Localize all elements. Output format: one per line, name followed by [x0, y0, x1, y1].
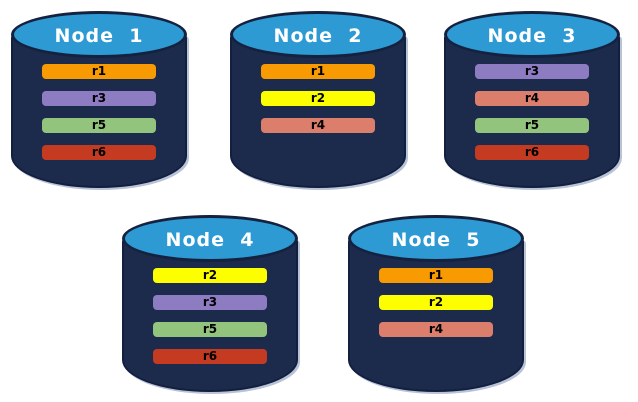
replica-bar: r6	[153, 349, 267, 364]
replica-bar: r5	[42, 118, 156, 133]
cylinder-top-ellipse	[348, 215, 524, 262]
replica-bar: r4	[379, 322, 493, 337]
node-label: Node 5	[391, 229, 481, 251]
replica-bar: r2	[379, 295, 493, 310]
replica-bar: r6	[475, 145, 589, 160]
cylinder-body	[122, 238, 298, 392]
cylinder-body	[444, 34, 620, 188]
node-label: Node 4	[165, 229, 255, 251]
node-4-cylinder: Node 4 r2 r3 r5 r6	[122, 210, 298, 394]
cylinder-body	[230, 34, 406, 188]
replica-bar: r5	[153, 322, 267, 337]
replica-bar: r3	[475, 64, 589, 79]
replica-bar: r3	[42, 91, 156, 106]
replica-bar: r2	[153, 268, 267, 283]
replica-bar-list: r2 r3 r5 r6	[122, 268, 298, 376]
replica-bar-list: r1 r2 r4	[348, 268, 524, 349]
cylinder-top-ellipse	[230, 11, 406, 58]
node-label: Node 2	[273, 25, 363, 47]
node-5-cylinder: Node 5 r1 r2 r4	[348, 210, 524, 394]
replica-bar: r4	[475, 91, 589, 106]
replica-bar: r6	[42, 145, 156, 160]
cylinder-top-ellipse	[122, 215, 298, 262]
node-label: Node 3	[487, 25, 577, 47]
replica-bar: r1	[42, 64, 156, 79]
cylinder-top-ellipse	[444, 11, 620, 58]
replica-bar: r1	[261, 64, 375, 79]
node-1-cylinder: Node 1 r1 r3 r5 r6	[11, 6, 187, 190]
replica-bar: r2	[261, 91, 375, 106]
replica-bar: r4	[261, 118, 375, 133]
node-2-cylinder: Node 2 r1 r2 r4	[230, 6, 406, 190]
replica-bar: r5	[475, 118, 589, 133]
node-3-cylinder: Node 3 r3 r4 r5 r6	[444, 6, 620, 190]
cylinder-top-ellipse	[11, 11, 187, 58]
replica-bar-list: r3 r4 r5 r6	[444, 64, 620, 172]
replica-bar: r3	[153, 295, 267, 310]
replica-bar: r1	[379, 268, 493, 283]
replica-bar-list: r1 r2 r4	[230, 64, 406, 145]
replica-bar-list: r1 r3 r5 r6	[11, 64, 187, 172]
node-label: Node 1	[54, 25, 144, 47]
